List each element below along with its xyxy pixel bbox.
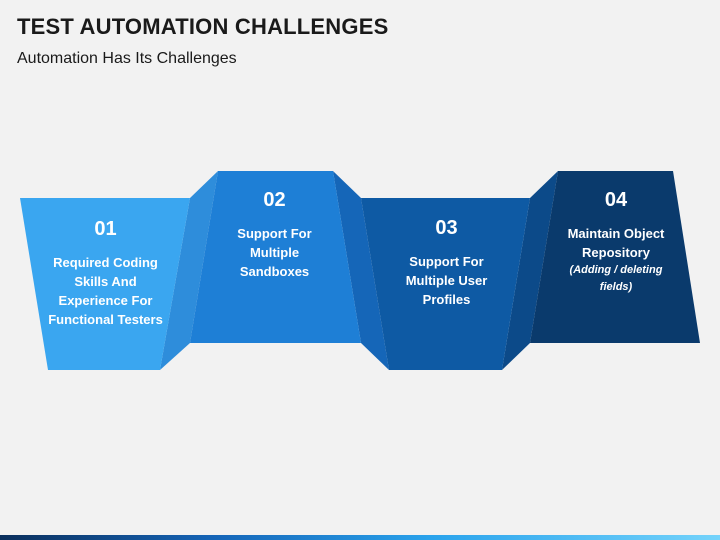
card-4-text: Maintain Object Repository — [567, 226, 665, 260]
card-4-number: 04 — [604, 189, 628, 211]
card-1-shape — [20, 198, 190, 370]
card-3-number: 03 — [435, 217, 458, 239]
card-4: 04 Maintain Object Repository (Adding / … — [560, 189, 672, 296]
card-3-text: Support For Multiple User Profiles — [405, 254, 488, 307]
slide-title: TEST AUTOMATION CHALLENGES — [17, 14, 389, 39]
card-4-shape — [530, 171, 700, 343]
card-2: 02 Support For Multiple Sandboxes — [222, 189, 327, 281]
card-2-shape — [190, 171, 361, 343]
card-3-shape — [361, 198, 530, 370]
card-3: 03 Support For Multiple User Profiles — [394, 217, 499, 309]
card-1-text: Required Coding Skills And Experience Fo… — [48, 255, 163, 327]
card-4-note: (Adding / deleting fields) — [569, 264, 663, 293]
fold-3-4 — [502, 171, 558, 370]
fold-2-3 — [333, 171, 389, 370]
card-1-number: 01 — [94, 218, 117, 240]
card-1: 01 Required Coding Skills And Experience… — [48, 218, 163, 329]
bottom-accent-bar — [0, 535, 720, 540]
card-2-text: Support For Multiple Sandboxes — [237, 226, 312, 279]
slide-subtitle: Automation Has Its Challenges — [17, 50, 237, 67]
fold-1-2 — [160, 171, 218, 370]
card-2-number: 02 — [263, 189, 286, 211]
